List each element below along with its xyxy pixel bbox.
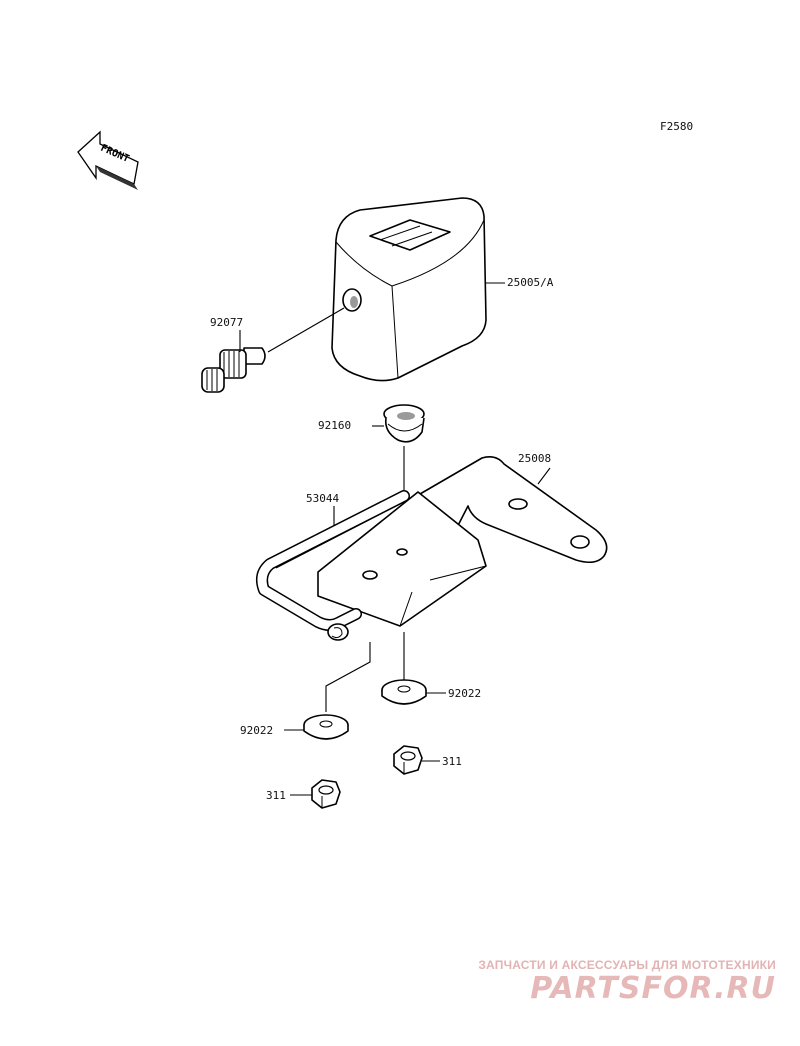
watermark-logo: PARTSFOR.RU: [530, 971, 776, 1006]
label-25005A: 25005/A: [507, 276, 554, 289]
damper-92160: [383, 404, 425, 443]
label-92160: 92160: [318, 419, 351, 432]
trim-53044: [256, 490, 410, 641]
meter-cover-25005A: [331, 197, 487, 382]
label-25008: 25008: [518, 452, 551, 465]
front-arrow-icon: FRONT: [77, 130, 139, 190]
washer-92022-left: [303, 714, 349, 740]
nut-311-right: [393, 745, 423, 775]
washer-92022-right: [381, 679, 427, 705]
nut-311-left: [311, 779, 341, 809]
label-92077: 92077: [210, 316, 243, 329]
label-311-right: 311: [442, 755, 462, 768]
label-53044: 53044: [306, 492, 339, 505]
label-311-left: 311: [266, 789, 286, 802]
watermark-tagline: ЗАПЧАСТИ И АКСЕССУАРЫ ДЛЯ МОТОТЕХНИКИ: [478, 958, 776, 972]
bracket-25008: [317, 456, 608, 627]
watermark: ЗАПЧАСТИ И АКСЕССУАРЫ ДЛЯ МОТОТЕХНИКИ PA…: [478, 958, 776, 1006]
label-92022-right: 92022: [448, 687, 481, 700]
figure-code: F2580: [660, 120, 693, 133]
label-92022-left: 92022: [240, 724, 273, 737]
grommet-92077: [201, 347, 266, 393]
